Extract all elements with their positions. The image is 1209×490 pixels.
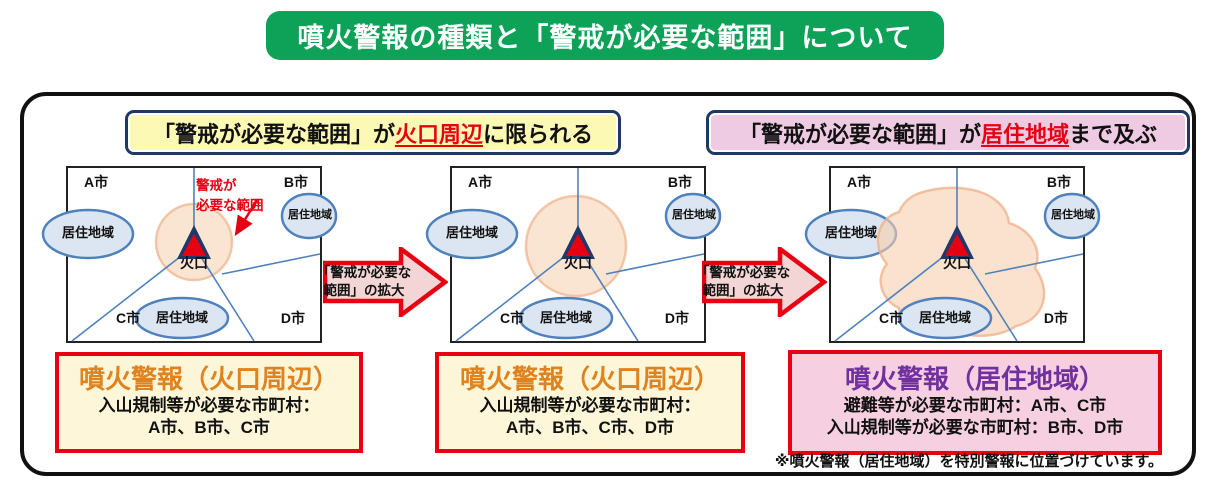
warning-box-line: 入山規制等が必要な市町村：B市、D市 [826,418,1124,438]
residential-area-label: 居住地域 [61,225,114,240]
crater-label: 火口 [180,255,208,271]
header-limited-to-crater-area: 「警戒が必要な範囲」が火口周辺に限られる [125,110,621,155]
header-right-highlight: 居住地域 [980,121,1069,147]
header-extends-to-residential: 「警戒が必要な範囲」が居住地域まで及ぶ [706,110,1190,155]
expand-arrow-label: 「警戒が必要な 範囲」の拡大 [316,264,412,298]
page-title: 噴火警報の種類と「警戒が必要な範囲」について [266,11,944,60]
expand-right-arrow-icon: 「警戒が必要な 範囲」の拡大 [316,244,449,320]
residential-ellipse-a [41,208,135,260]
crater-icon [940,225,974,259]
residential-area-label: 居住地域 [155,310,208,325]
warning-box-line: 避難等が必要な市町村：A市、C市 [843,395,1107,415]
residential-area-label: 居住地域 [539,310,592,325]
warning-box-title: 噴火警報（火口周辺） [78,363,339,394]
header-left-highlight: 火口周辺 [394,121,483,147]
map-residential-extent: A市 B市 C市 D市 火口 居住地域 居住地域 居住地域 [804,166,1101,343]
city-label-b: B市 [667,174,692,190]
header-right-suffix: まで及ぶ [1069,121,1158,147]
header-right-prefix: 「警戒が必要な範囲」が [738,121,981,147]
city-label-a: A市 [468,174,493,190]
footnote: ※噴火警報（居住地域）を特別警報に位置づけています。 [774,453,1163,470]
city-label-c: C市 [116,310,141,326]
residential-ellipse-c [897,296,993,340]
city-label-b: B市 [1046,174,1071,190]
warning-box-title: 噴火警報（居住地域） [844,363,1105,394]
warning-box-line: 入山規制等が必要な市町村： [479,395,701,415]
crater-label: 火口 [564,255,592,271]
residential-ellipse-a [425,208,519,260]
warning-box-crater-1: 噴火警報（火口周辺） 入山規制等が必要な市町村： A市、B市、C市 [55,352,363,453]
map-drawing [425,168,722,342]
expand-arrow-label: 「警戒が必要な 範囲」の拡大 [695,264,791,298]
header-left-prefix: 「警戒が必要な範囲」が [152,121,395,147]
residential-ellipse-c [518,296,614,340]
city-label-a: A市 [84,174,109,190]
city-label-a: A市 [847,174,872,190]
residential-ellipse-b [280,192,338,240]
residential-ellipse-b [664,192,722,240]
crater-icon [177,225,211,259]
residential-area-label: 居住地域 [288,209,332,221]
warning-box-line: 入山規制等が必要な市町村： [98,395,320,415]
map-crater-periphery-large: A市 B市 C市 D市 火口 居住地域 居住地域 居住地域 [425,166,722,343]
crater-icon [561,225,595,259]
warning-zone-annotation: 警戒が 必要な範囲 [196,178,264,213]
map-drawing [804,168,1101,342]
map-drawing [41,168,338,342]
map-crater-periphery-small: A市 B市 C市 D市 火口 居住地域 居住地域 居住地域 警戒が 必要な範囲 [41,166,338,343]
residential-area-label: 居住地域 [445,225,498,240]
residential-ellipse-c [134,296,230,340]
city-label-b: B市 [283,174,308,190]
residential-area-label: 居住地域 [672,209,716,221]
residential-ellipse-b [1043,192,1101,240]
residential-area-label: 居住地域 [1051,209,1095,221]
crater-label: 火口 [943,255,971,271]
city-label-d: D市 [280,310,305,326]
annotation-arrow-icon [234,199,259,237]
warning-box-line: A市、B市、C市 [148,418,270,438]
expand-right-arrow-icon: 「警戒が必要な 範囲」の拡大 [695,244,828,320]
warning-box-crater-2: 噴火警報（火口周辺） 入山規制等が必要な市町村： A市、B市、C市、D市 [435,352,745,453]
city-label-d: D市 [1043,310,1068,326]
warning-box-residential: 噴火警報（居住地域） 避難等が必要な市町村：A市、C市 入山規制等が必要な市町村… [788,350,1162,455]
warning-box-title: 噴火警報（火口周辺） [459,363,720,394]
warning-box-line: A市、B市、C市、D市 [505,418,675,438]
residential-area-label: 居住地域 [824,225,877,240]
city-label-d: D市 [664,310,689,326]
city-label-c: C市 [879,310,904,326]
residential-area-label: 居住地域 [918,310,971,325]
header-left-suffix: に限られる [483,121,594,147]
city-label-c: C市 [500,310,525,326]
